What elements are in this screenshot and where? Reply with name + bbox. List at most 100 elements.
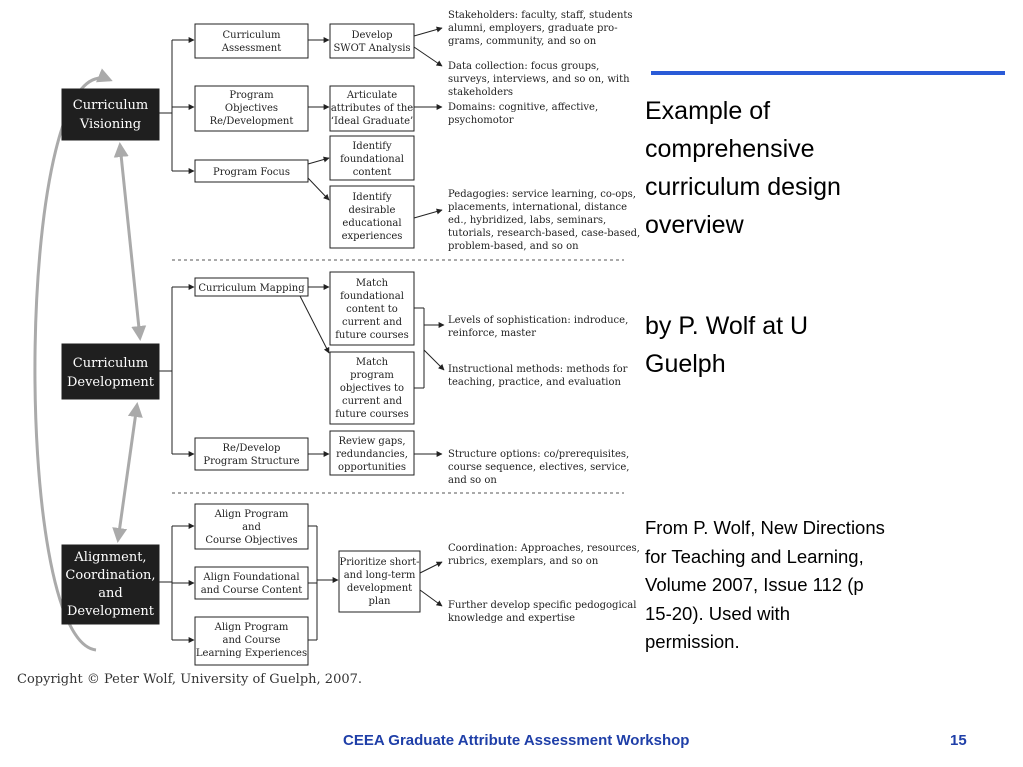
slide-source-citation: From P. Wolf, New Directions for Teachin… [645,514,945,657]
svg-text:grams, community, and so on: grams, community, and so on [448,36,597,47]
svg-text:Match: Match [356,278,389,289]
svg-text:Learning Experiences: Learning Experiences [196,648,307,659]
source-line: Volume 2007, Issue 112 (p [645,574,864,595]
svg-text:knowledge and expertise: knowledge and expertise [448,613,575,624]
svg-text:Structure options: co/prerequi: Structure options: co/prerequisites, [448,449,629,460]
svg-text:content to: content to [346,304,398,315]
box-program-focus: Program Focus [194,159,309,183]
stage-alignment-coordination-development: Alignment, Coordination, and Development [61,544,160,625]
svg-text:foundational: foundational [340,291,404,302]
svg-text:and: and [242,522,261,533]
svg-text:Curriculum: Curriculum [73,356,148,371]
svg-text:Re/Develop: Re/Develop [223,443,281,454]
svg-text:tutorials, research-based, cas: tutorials, research-based, case-based, [448,228,640,239]
svg-text:problem-based, and so on: problem-based, and so on [448,241,579,252]
note-domains: Domains: cognitive, affective, psychomot… [448,102,598,126]
svg-text:Data collection: focus groups,: Data collection: focus groups, [448,61,599,72]
svg-text:Articulate: Articulate [346,90,397,101]
note-pedagogies: Pedagogies: service learning, co-ops, pl… [448,189,640,252]
svg-text:Course Objectives: Course Objectives [205,535,297,546]
svg-text:rubrics, exemplars, and so on: rubrics, exemplars, and so on [448,556,599,567]
box-program-structure: Re/Develop Program Structure [194,437,309,471]
svg-text:Pedagogies: service learning,: Pedagogies: service learning, co-ops, [448,189,636,200]
note-stakeholders: Stakeholders: faculty, staff, students a… [448,10,633,47]
svg-text:Identify: Identify [352,192,392,203]
svg-text:content: content [353,167,391,178]
slide-byline-line: Guelph [645,350,726,378]
svg-text:teaching, practice, and evalua: teaching, practice, and evaluation [448,377,622,388]
note-structure-options: Structure options: co/prerequisites, cou… [448,449,629,486]
box-program-objectives: Program Objectives Re/Development [194,85,309,132]
stage-curriculum-development: Curriculum Development [61,343,160,400]
box-align-objectives: Align Program and Course Objectives [194,503,309,550]
box-curriculum-assessment: Curriculum Assessment [194,23,309,59]
box-foundational-content: Identify foundational content [329,135,415,181]
svg-text:surveys, interviews, and so on: surveys, interviews, and so on, with [448,74,630,85]
svg-text:Objectives: Objectives [225,103,278,114]
svg-text:Program Focus: Program Focus [213,167,290,178]
curriculum-design-diagram: Curriculum Visioning Curriculum Developm… [33,10,640,666]
svg-text:Program: Program [229,90,274,101]
svg-text:current and: current and [342,317,403,328]
box-develop-swot-analysis: Develop SWOT Analysis [329,23,415,59]
svg-text:‘Ideal Graduate’: ‘Ideal Graduate’ [331,116,413,127]
svg-text:and Course Content: and Course Content [201,585,303,596]
note-coordination: Coordination: Approaches, resources, rub… [448,543,640,567]
svg-text:placements, international, dis: placements, international, distance [448,202,627,213]
svg-text:Domains: cognitive, affective,: Domains: cognitive, affective, [448,102,598,113]
svg-text:Development: Development [67,375,155,390]
note-data-collection: Data collection: focus groups, surveys, … [448,61,630,98]
slide-byline-line: by P. Wolf at U [645,312,809,340]
svg-text:future courses: future courses [335,330,409,341]
svg-text:Curriculum Mapping: Curriculum Mapping [198,283,305,294]
title-accent-bar [651,71,1005,75]
note-instructional-methods: Instructional methods: methods for teach… [448,364,628,388]
svg-text:and Course: and Course [223,635,281,646]
stage-curriculum-visioning: Curriculum Visioning [61,88,160,141]
svg-text:and: and [98,586,122,601]
slide-title-line: curriculum design [645,173,841,201]
diagram-copyright: Copyright © Peter Wolf, University of Gu… [17,672,363,687]
svg-text:Curriculum: Curriculum [222,30,281,41]
box-match-objectives: Match program objectives to current and … [329,351,415,425]
svg-text:Coordination: Approaches, reso: Coordination: Approaches, resources, [448,543,640,554]
svg-text:psychomotor: psychomotor [448,115,514,126]
svg-text:redundancies,: redundancies, [336,449,408,460]
svg-text:Levels of sophistication: indr: Levels of sophistication: indroduce, [448,315,628,326]
source-line: From P. Wolf, New Directions [645,517,885,538]
svg-text:educational: educational [342,218,401,229]
svg-text:Program Structure: Program Structure [203,456,299,467]
slide-byline: by P. Wolf at U Guelph [645,307,945,383]
svg-text:attributes of the: attributes of the [331,103,413,114]
svg-text:foundational: foundational [340,154,404,165]
note-levels-of-sophistication: Levels of sophistication: indroduce, rei… [448,315,628,339]
box-curriculum-mapping: Curriculum Mapping [194,277,309,297]
svg-text:Coordination,: Coordination, [65,568,155,583]
slide-title: Example of comprehensive curriculum desi… [645,92,945,244]
svg-text:Align Program: Align Program [214,509,289,520]
box-align-experiences: Align Program and Course Learning Experi… [194,616,309,666]
svg-text:Align Foundational: Align Foundational [202,572,299,583]
svg-text:Match: Match [356,357,389,368]
box-match-content: Match foundational content to current an… [329,271,415,346]
svg-text:future courses: future courses [335,409,409,420]
svg-text:and long-term: and long-term [344,570,416,581]
svg-text:Further develop specific pedog: Further develop specific pedogogical [448,600,636,611]
svg-text:course sequence, electives, se: course sequence, electives, service, [448,462,629,473]
svg-text:development: development [347,583,412,594]
svg-text:Instructional methods: methods: Instructional methods: methods for [448,364,628,375]
svg-text:Review gaps,: Review gaps, [338,436,405,447]
svg-text:desirable: desirable [349,205,396,216]
svg-text:ed., hybridized, labs, seminar: ed., hybridized, labs, seminars, [448,215,606,226]
source-line: 15-20). Used with [645,602,790,624]
svg-text:Visioning: Visioning [79,117,141,132]
svg-text:Curriculum: Curriculum [73,98,148,113]
svg-text:and so on: and so on [448,475,497,486]
slide-footer: CEEA Graduate Attribute Assessment Works… [343,732,690,749]
svg-text:alumni, employers, graduate pr: alumni, employers, graduate pro- [448,23,618,34]
svg-text:opportunities: opportunities [338,462,406,473]
svg-text:stakeholders: stakeholders [448,87,513,98]
box-align-content: Align Foundational and Course Content [194,566,309,600]
box-educational-experiences: Identify desirable educational experienc… [329,185,415,249]
svg-text:Re/Development: Re/Development [210,116,294,127]
